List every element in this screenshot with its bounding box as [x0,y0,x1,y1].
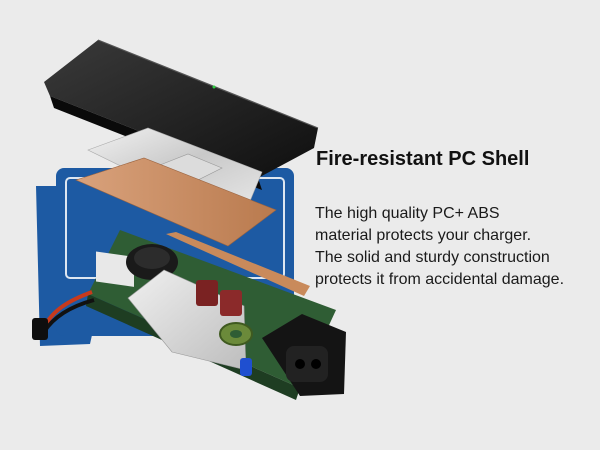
ac-power-socket [262,314,346,396]
description-line: The high quality PC+ ABS [315,205,500,222]
description-line: The solid and sturdy construction [315,249,550,266]
description-line: material protects your charger. [315,227,532,244]
output-cable [32,290,95,340]
description-line: protects it from accidental damage. [315,271,565,288]
description: The high quality PC+ ABS material protec… [315,203,595,291]
headline: Fire-resistant PC Shell [316,148,530,170]
copper-heat-sheet [75,157,277,247]
